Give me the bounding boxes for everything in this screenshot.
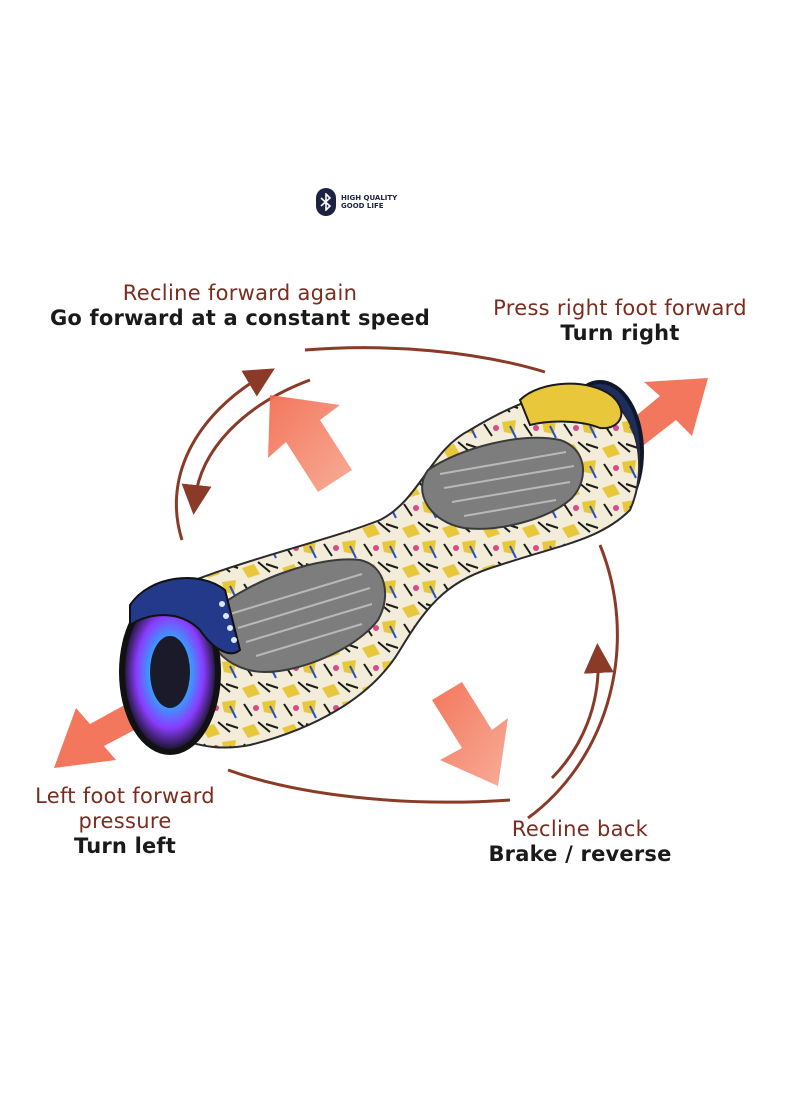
caption-left-action: Left foot forward <box>35 784 215 808</box>
hoverboard <box>119 380 644 755</box>
curve-arrow-bottom-right <box>550 643 614 780</box>
logo-line-1: HIGH QUALITY <box>341 193 398 202</box>
rear-fender <box>518 382 623 430</box>
foot-pad-right <box>421 436 585 530</box>
curve-bottom <box>227 768 511 804</box>
logo-line-2: GOOD LIFE <box>341 202 384 210</box>
bluetooth-icon <box>316 188 336 216</box>
curve-arrow-top-left <box>174 368 275 541</box>
front-fender <box>129 577 242 655</box>
caption-back-result: Brake / reverse <box>488 842 672 867</box>
curve-right <box>527 544 619 820</box>
caption-forward-action: Recline forward again <box>122 281 358 305</box>
logo-text: HIGH QUALITY GOOD LIFE <box>341 194 397 210</box>
caption-left: Left foot forward pressure Turn left <box>10 784 240 860</box>
caption-back: Recline back Brake / reverse <box>470 817 690 867</box>
curve-top <box>304 346 546 374</box>
caption-left-action-2: pressure <box>78 809 172 834</box>
arrow-left <box>54 702 142 768</box>
curve-arrow-top-left-inner <box>181 378 311 515</box>
arrow-right <box>626 378 708 448</box>
caption-back-action: Recline back <box>511 817 649 841</box>
brand-logo: HIGH QUALITY GOOD LIFE <box>316 186 397 218</box>
caption-left-result: Turn left <box>73 834 176 859</box>
caption-right-action: Press right foot forward <box>493 296 747 320</box>
arrow-forward <box>268 395 352 492</box>
caption-forward: Recline forward again Go forward at a co… <box>40 281 440 331</box>
arrow-back <box>432 682 508 786</box>
caption-forward-result: Go forward at a constant speed <box>49 306 431 331</box>
foot-pad-left <box>208 558 387 674</box>
caption-right: Press right foot forward Turn right <box>470 296 770 346</box>
caption-right-result: Turn right <box>560 321 680 346</box>
